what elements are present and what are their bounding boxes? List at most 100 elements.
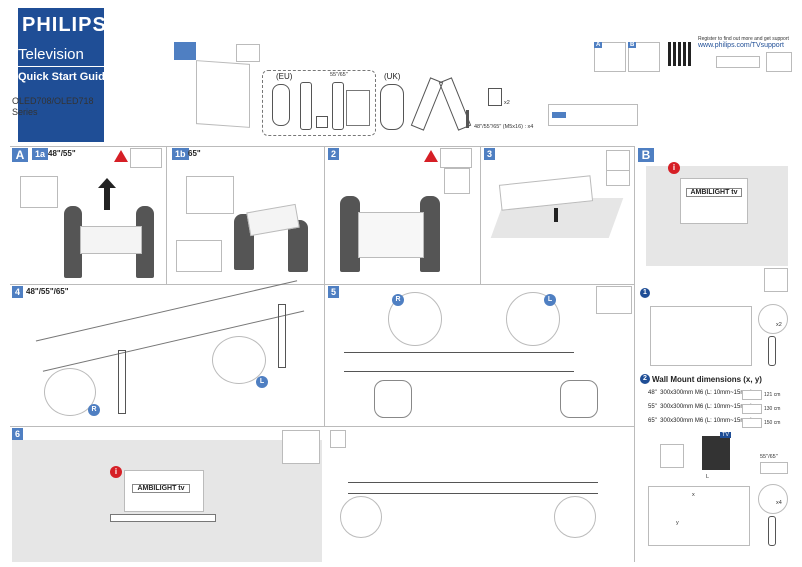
bracket-side-view — [702, 436, 730, 470]
tv-bottom-edge-image — [344, 352, 574, 372]
bracket-label-icon — [552, 112, 566, 118]
wall-mount-title: Wall Mount dimensions (x, y) — [652, 375, 762, 384]
doc-subtitle: Quick Start Guide — [18, 71, 111, 83]
tv-stand-image — [348, 482, 598, 494]
box-icon — [236, 44, 260, 62]
tv-back-diagram — [650, 306, 752, 366]
warning-icon — [424, 150, 438, 162]
wall-mount-row-48: 48" 300x300mm M6 (L: 10mm~15mm) — [648, 390, 752, 396]
step-4-tag: 4 — [12, 286, 24, 298]
screw-detail — [758, 304, 788, 334]
person-figure — [288, 220, 308, 272]
screw-count: x2 — [776, 322, 782, 328]
info-icon: i — [110, 466, 122, 478]
support-url[interactable]: www.philips.com/TVsupport — [698, 42, 784, 49]
section-a-badge: A — [12, 148, 28, 162]
cable-tie-icon — [330, 430, 346, 448]
screws-label: 48"/55"/65" (M5x16) : x4 — [474, 124, 534, 130]
screw-detail — [758, 484, 788, 514]
row-size: 65" — [648, 418, 657, 424]
screw-icon — [466, 110, 469, 128]
left-badge: L — [544, 294, 556, 306]
grid-line — [10, 146, 634, 147]
step-3-tag: 3 — [484, 148, 496, 160]
model-line: OLED708/OLED718 — [12, 96, 94, 106]
hand-icon — [560, 380, 598, 418]
zoom-cable-left — [340, 496, 382, 538]
lift-arrow-icon — [104, 184, 110, 210]
person-figure — [340, 196, 360, 272]
left-badge: L — [256, 376, 268, 388]
vesa-diagram — [648, 486, 750, 546]
remote-control-2-icon — [332, 82, 344, 130]
step-1-badge: 1 — [640, 288, 650, 298]
stand-foot-icon — [118, 350, 126, 414]
power-cord-icon — [272, 84, 290, 126]
wall-mount-icon — [764, 268, 788, 292]
right-badge: R — [88, 404, 100, 416]
manual-icon — [346, 90, 370, 126]
web-page-thumb — [766, 52, 792, 72]
uk-label: (UK) — [384, 72, 401, 81]
box-open-icon — [174, 42, 196, 60]
row-size: 48" — [648, 390, 657, 396]
model-number: OLED708/OLED718 Series — [12, 96, 94, 118]
wall-mount-row-55: 55" 300x300mm M6 (L: 10mm~15mm) — [648, 404, 752, 410]
tv-tag: TV — [720, 432, 732, 438]
ambilight-label: AMBILIGHT tv — [686, 188, 742, 197]
wall-mount-row-65: 65" 300x300mm M6 (L: 10mm~15mm) — [648, 418, 752, 424]
clip-count: x2 — [504, 100, 510, 106]
doc-title: Television — [18, 46, 84, 63]
warning-icon — [114, 150, 128, 162]
row-size: 55" — [648, 404, 657, 410]
tv-hold-image — [358, 212, 424, 258]
right-wrong-thumb — [444, 168, 470, 194]
y-label: y — [676, 520, 679, 526]
cloth-thumb — [606, 170, 630, 186]
zoom-detail-right — [44, 368, 96, 416]
lift-arrow-head — [98, 178, 116, 188]
screwdriver-icon — [768, 336, 776, 366]
open-box-image — [186, 176, 234, 214]
brand-divider — [18, 66, 104, 67]
row-distance: 130 cm — [764, 406, 781, 412]
step-2-badge: 2 — [640, 374, 650, 384]
wall-tv-image — [680, 178, 748, 224]
step-2-tag: 2 — [328, 148, 340, 160]
row-spec: 300x300mm M6 (L: 10mm~15mm) — [660, 404, 753, 410]
ambilight-label: AMBILIGHT tv — [132, 484, 190, 493]
step-5-tag: 5 — [328, 286, 340, 298]
zoom-detail-left — [212, 336, 266, 384]
hand-icon — [374, 380, 412, 418]
step-6-tag: 6 — [12, 428, 24, 440]
right-wrong-thumb — [282, 430, 320, 464]
size-label: 55"/65" — [330, 72, 348, 78]
search-field-image — [716, 56, 760, 68]
uk-power-cord-icon — [380, 84, 404, 130]
wall-plug-icon — [660, 444, 684, 468]
person-figure — [136, 206, 154, 278]
distance-icon — [742, 418, 762, 428]
option-b-tag: B — [628, 42, 637, 48]
grid-line — [10, 284, 634, 285]
tv-panel-image — [196, 60, 250, 128]
brand-logo: PHILIPS — [22, 14, 107, 36]
l-label: L — [706, 474, 710, 480]
grid-line — [324, 146, 325, 426]
x-label: x — [692, 492, 695, 498]
step-1b-tag: 1b — [172, 148, 189, 160]
remote-control-icon — [300, 82, 312, 130]
step-4-sizes: 48"/55"/65" — [26, 287, 69, 296]
grid-line — [480, 146, 481, 284]
brand-panel: PHILIPS — [18, 8, 107, 142]
register-text: Register to find out more and get suppor… — [698, 36, 789, 42]
stand-foot-icon — [278, 304, 286, 368]
info-icon: i — [668, 162, 680, 174]
step-1b-sizes: 65" — [188, 149, 201, 158]
battery-icon — [316, 116, 328, 128]
zoom-cable-right — [554, 496, 596, 538]
person-figure — [64, 206, 82, 278]
model-series: Series — [12, 107, 38, 117]
eu-accessories-box — [262, 70, 376, 136]
row-distance: 150 cm — [764, 420, 781, 426]
